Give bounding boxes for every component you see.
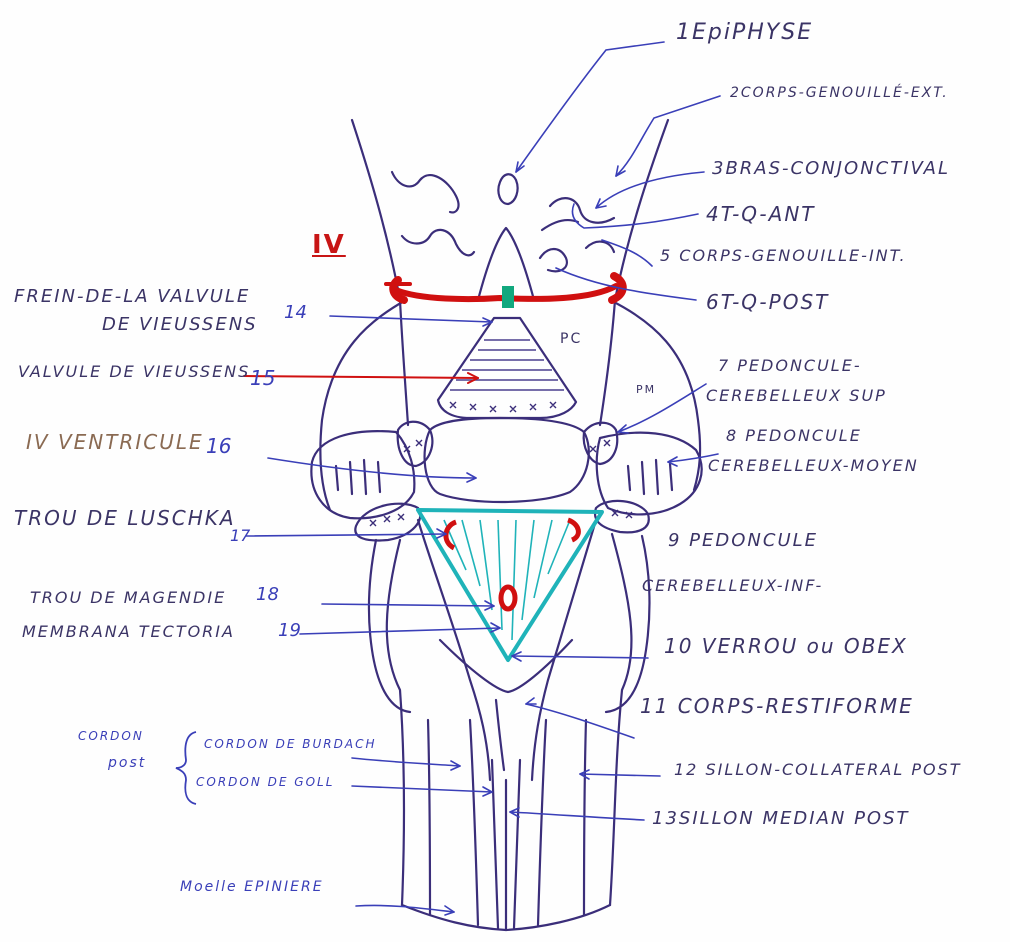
label-corps-restiforme: 11 CORPS-RESTIFORME — [640, 696, 914, 716]
label-cordon: CORDON — [78, 730, 144, 742]
label-cordon-goll: CORDON DE GOLL — [196, 776, 334, 788]
label-trou-luschka: TROU DE LUSCHKA — [14, 508, 236, 528]
label-bras-conjonctival: 3BRAS-CONJONCTIVAL — [712, 160, 950, 178]
label-sillon-median: 13SILLON MEDIAN POST — [652, 810, 910, 828]
label-valvule-vieussens: VALVULE DE VIEUSSENS — [18, 364, 250, 380]
label-moelle-epiniere: Moelle EPINIERE — [180, 880, 324, 894]
label-pedoncule-inf-2: CEREBELLEUX-INF- — [642, 578, 823, 594]
right-thalamus-outline — [600, 120, 668, 425]
label-membrana-tectoria: MEMBRANA TECTORIA — [22, 624, 235, 640]
label-number-18: 18 — [256, 586, 279, 604]
label-t-q-post: 6T-Q-POST — [706, 292, 829, 312]
velum-hatching — [450, 340, 564, 390]
label-sillon-collateral: 12 SILLON-COLLATERAL POST — [674, 762, 961, 778]
label-roman-iv: IV — [312, 232, 346, 258]
label-pedoncule-moyen-2: CEREBELLEUX-MOYEN — [708, 458, 919, 474]
frenulum-green-mark — [502, 286, 514, 308]
label-number-17: 17 — [230, 528, 250, 544]
label-frein-valvule-2: DE VIEUSSENS — [102, 316, 258, 334]
label-pm: PM — [636, 384, 656, 395]
fasciculus-gracilis-line — [470, 720, 478, 925]
label-iv-ventricule: IV VENTRICULE — [26, 432, 204, 452]
label-cordon-post: post — [108, 756, 146, 770]
luschka-right-red — [568, 520, 578, 540]
label-cordon-burdach: CORDON DE BURDACH — [204, 738, 376, 750]
label-pedoncule-sup-2: CEREBELLEUX SUP — [706, 388, 887, 404]
label-frein-valvule-1: FREIN-DE-LA VALVULE — [14, 288, 250, 306]
label-pedoncule-moyen-1: 8 PEDONCULE — [726, 428, 862, 444]
label-corps-genouille-int: 5 CORPS-GENOUILLE-INT. — [660, 248, 907, 264]
label-verrou-obex: 10 VERROU ou OBEX — [664, 636, 908, 656]
label-number-15: 15 — [250, 368, 275, 388]
label-number-14: 14 — [284, 304, 307, 322]
epiphysis-outline — [498, 174, 517, 204]
right-middle-peduncle — [597, 433, 702, 515]
medulla-left-outline — [387, 540, 404, 905]
cordon-brace — [176, 732, 196, 804]
label-t-q-ant: 4T-Q-ANT — [706, 204, 816, 224]
label-number-19: 19 — [278, 622, 301, 640]
label-pedoncule-inf-1: 9 PEDONCULE — [668, 532, 818, 550]
label-pedoncule-sup-1: 7 PEDONCULE- — [718, 358, 862, 374]
label-corps-genouille-ext: 2CORPS-GENOUILLÉ-EXT. — [730, 86, 949, 100]
left-pedunculus-outline — [320, 300, 406, 510]
medulla-right-outline — [610, 534, 631, 905]
magendie-red — [501, 587, 515, 609]
label-number-16: 16 — [206, 436, 231, 456]
fourth-ventricle-outline — [425, 418, 589, 502]
label-epiphyse: 1EpiPHYSE — [676, 22, 813, 44]
left-thalamus-outline — [352, 120, 408, 425]
label-pc: PC — [560, 332, 582, 346]
label-trou-magendie: TROU DE MAGENDIE — [30, 590, 226, 606]
